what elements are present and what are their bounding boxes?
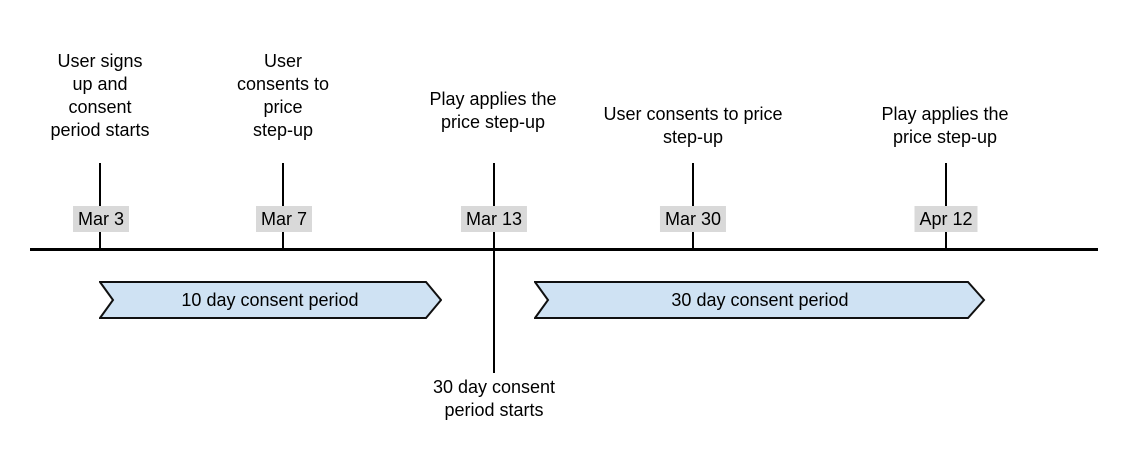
banner-arrow-shape xyxy=(534,281,986,319)
timeline-axis xyxy=(30,248,1098,251)
event-below-label-mar-13: 30 day consent period starts xyxy=(432,377,556,420)
event-tick-mar-13 xyxy=(493,163,495,373)
event-label-mar-30: User consents to price step-up xyxy=(603,104,783,147)
period-label-10-day: 10 day consent period xyxy=(181,289,359,310)
banner-arrow-shape xyxy=(99,281,442,319)
event-date-badge: Mar 7 xyxy=(255,206,313,232)
event-label-apr-12: Play applies the price step-up xyxy=(881,104,1009,147)
consent-period-banner-10-day xyxy=(99,281,442,319)
event-label-mar-13: Play applies the price step-up xyxy=(429,89,557,132)
event-date-badge: Mar 3 xyxy=(72,206,130,232)
event-date-badge: Apr 12 xyxy=(914,206,978,232)
event-date-badge: Mar 30 xyxy=(659,206,727,232)
event-label-mar-7: User consents to price step-up xyxy=(236,51,330,140)
event-label-mar-3: User signs up and consent period starts xyxy=(50,51,150,140)
event-date-badge: Mar 13 xyxy=(460,206,528,232)
consent-period-banner-30-day xyxy=(534,281,986,319)
period-label-30-day: 30 day consent period xyxy=(671,289,849,310)
